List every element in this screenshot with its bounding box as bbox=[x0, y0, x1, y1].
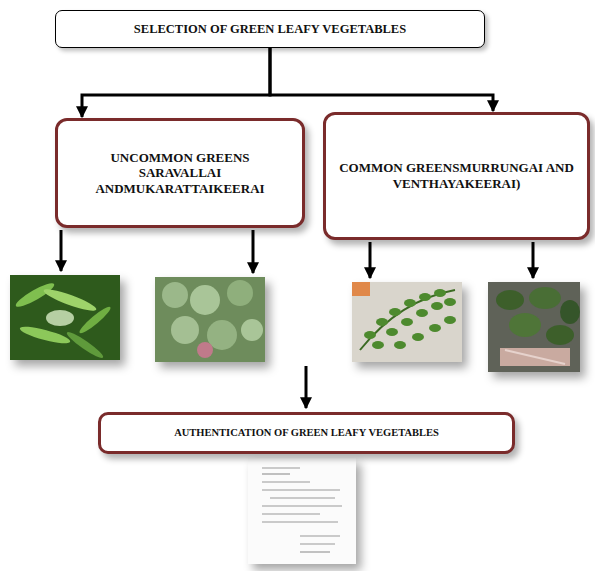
illustration-part bbox=[529, 287, 561, 309]
illustration-part bbox=[352, 282, 370, 296]
illustration-part bbox=[532, 242, 535, 278]
illustration-part bbox=[162, 282, 188, 308]
illustration-part bbox=[431, 302, 443, 310]
process-box: AUTHENTICATION OF GREEN LEAFY VEGETABLES bbox=[98, 412, 515, 454]
illustration-part bbox=[369, 242, 372, 278]
saravallai-photo bbox=[10, 275, 120, 361]
illustration-part bbox=[19, 323, 72, 346]
illustration-part bbox=[496, 290, 524, 310]
illustration-part bbox=[364, 289, 456, 349]
illustration-part bbox=[546, 325, 574, 345]
illustration-part bbox=[262, 521, 338, 522]
illustration-part bbox=[155, 277, 265, 362]
illustration-part bbox=[197, 342, 213, 358]
node-label: COMMON GREENSMURRUNGAI AND VENTHAYAKEERA… bbox=[336, 160, 577, 191]
illustration-part bbox=[262, 467, 300, 468]
flow-arrow bbox=[82, 48, 270, 117]
illustration-part bbox=[262, 489, 340, 490]
illustration-part bbox=[360, 290, 455, 350]
illustration-part bbox=[372, 341, 384, 349]
illustration-part bbox=[364, 331, 376, 339]
illustration-part bbox=[429, 324, 441, 332]
illustration-part bbox=[46, 310, 74, 326]
illustration-part bbox=[509, 313, 541, 337]
start-box: SELECTION OF GREEN LEAFY VEGETABLES bbox=[55, 10, 485, 48]
illustration-part bbox=[227, 280, 253, 306]
illustration-part bbox=[42, 286, 98, 315]
illustration-part bbox=[300, 535, 340, 536]
illustration-part bbox=[444, 316, 456, 324]
murungai-photo bbox=[352, 282, 462, 362]
illustration-part bbox=[65, 329, 106, 361]
illustration-part bbox=[60, 230, 63, 271]
illustration-part bbox=[505, 350, 565, 364]
flow-arrow bbox=[270, 48, 493, 111]
illustration-part bbox=[262, 505, 342, 506]
illustration-part bbox=[300, 543, 335, 544]
illustration-part bbox=[500, 348, 570, 366]
illustration-part bbox=[190, 285, 220, 315]
illustration-part bbox=[77, 304, 113, 336]
category-box: UNCOMMON GREENS SARAVALLAI ANDMUKARATTAI… bbox=[55, 118, 305, 228]
illustration-part bbox=[389, 308, 401, 316]
illustration-part bbox=[10, 275, 120, 360]
illustration-part bbox=[262, 513, 320, 514]
illustration-part bbox=[352, 282, 462, 362]
illustration-part bbox=[252, 230, 255, 273]
illustration-part bbox=[305, 366, 308, 408]
node-label: UNCOMMON GREENS SARAVALLAI ANDMUKARATTAI… bbox=[68, 150, 292, 197]
illustration-part bbox=[376, 318, 388, 326]
mukarattai-photo bbox=[155, 277, 265, 362]
category-box: COMMON GREENSMURRUNGAI AND VENTHAYAKEERA… bbox=[323, 112, 590, 240]
illustration-part bbox=[560, 300, 580, 324]
illustration-part bbox=[434, 289, 446, 297]
illustration-part bbox=[262, 473, 290, 474]
illustration-part bbox=[386, 328, 398, 336]
illustration-part bbox=[171, 316, 199, 344]
illustration-part bbox=[394, 341, 406, 349]
illustration-part bbox=[401, 318, 413, 326]
illustration-part bbox=[404, 299, 416, 307]
node-label: AUTHENTICATION OF GREEN LEAFY VEGETABLES bbox=[174, 427, 439, 440]
illustration-part bbox=[241, 319, 263, 341]
illustration-part bbox=[416, 309, 428, 317]
illustration-part bbox=[270, 497, 335, 498]
venthayam-photo bbox=[488, 282, 580, 372]
illustration-part bbox=[300, 551, 330, 552]
authentication-document bbox=[248, 458, 356, 564]
illustration-part bbox=[419, 293, 431, 301]
node-label: SELECTION OF GREEN LEAFY VEGETABLES bbox=[134, 22, 406, 37]
photo-arrows bbox=[61, 230, 533, 408]
illustration-part bbox=[444, 298, 456, 306]
illustration-part bbox=[262, 481, 310, 482]
illustration-part bbox=[412, 333, 424, 341]
illustration-part bbox=[262, 468, 342, 552]
illustration-part bbox=[248, 458, 356, 564]
illustration-part bbox=[488, 282, 580, 372]
